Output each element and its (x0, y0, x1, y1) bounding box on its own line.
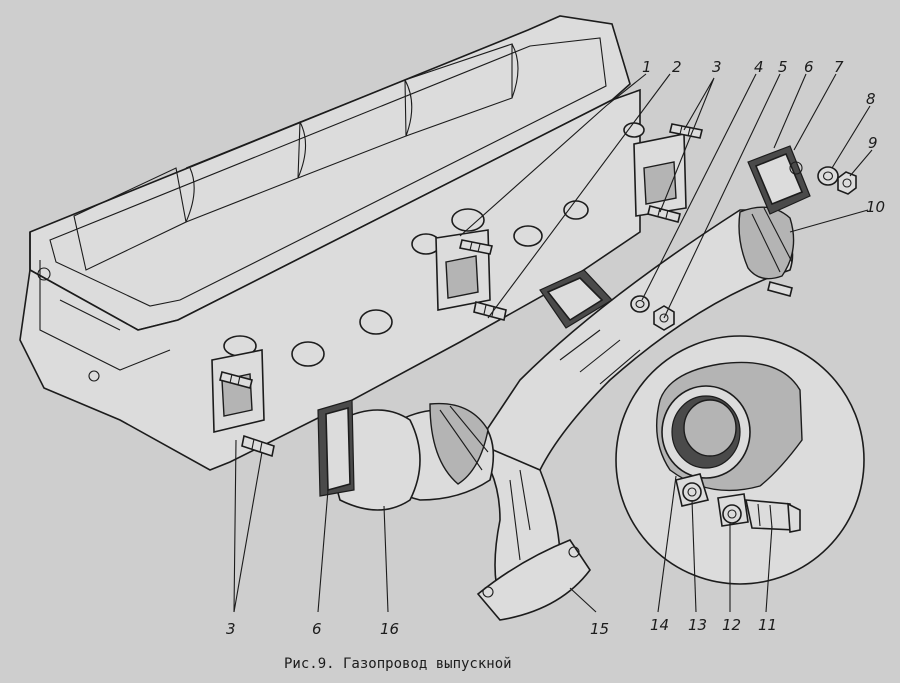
stud (241, 434, 275, 458)
stud (669, 123, 703, 139)
callout-5: 5 (778, 58, 788, 76)
leader-lines (233, 73, 873, 613)
callout-6: 6 (804, 58, 814, 76)
nut (837, 171, 857, 195)
washer (630, 295, 650, 313)
callout-15: 15 (590, 620, 609, 638)
clamp-detail-inset (615, 335, 865, 585)
callout-10: 10 (866, 198, 885, 216)
stud (219, 371, 253, 389)
washers-nuts (630, 166, 857, 331)
callout-3: 3 (712, 58, 722, 76)
callout-4: 4 (754, 58, 764, 76)
callout-7: 7 (834, 58, 844, 76)
callout-1: 1 (642, 58, 652, 76)
bolt (767, 281, 793, 297)
callout-3-lower: 3 (226, 620, 236, 638)
callout-14: 14 (650, 616, 669, 634)
exhaust-ports (223, 122, 645, 367)
cylinder-head (19, 15, 687, 471)
callout-8: 8 (866, 90, 876, 108)
callout-9: 9 (868, 134, 878, 152)
callout-12: 12 (722, 616, 741, 634)
stud (459, 239, 493, 255)
stud (647, 205, 681, 223)
callout-6-lower: 6 (312, 620, 322, 638)
callout-2: 2 (672, 58, 682, 76)
callout-16: 16 (380, 620, 399, 638)
callout-11: 11 (758, 616, 777, 634)
callout-numbers: 1 2 3 4 5 6 7 8 9 10 3 6 16 15 14 13 12 … (226, 58, 885, 638)
exhaust-manifold (317, 145, 811, 621)
washer (817, 166, 839, 186)
figure-caption: Рис.9. Газопровод выпускной (284, 656, 512, 672)
callout-13: 13 (688, 616, 707, 634)
